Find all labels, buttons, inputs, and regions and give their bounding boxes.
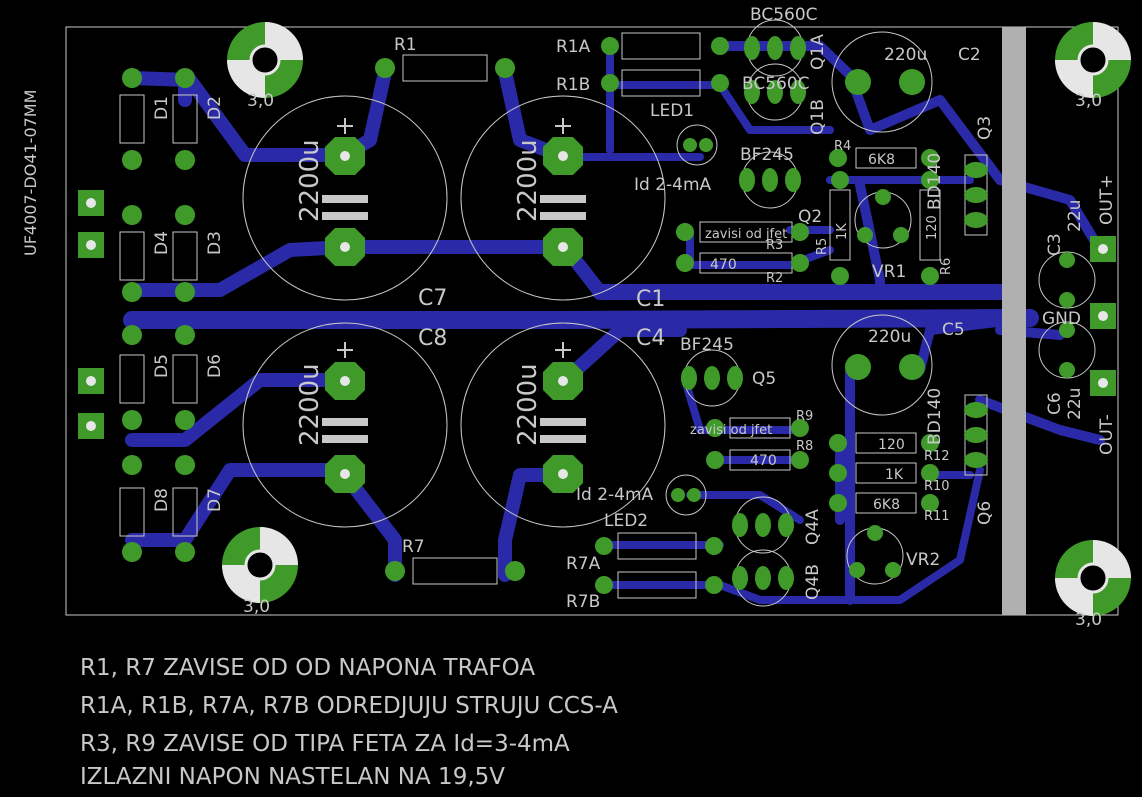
label-c6: C6: [1045, 392, 1065, 415]
label-q3: Q3: [975, 116, 995, 140]
resistor-pads: [375, 37, 939, 594]
big-capacitors: [242, 31, 933, 528]
board-outline: [65, 26, 1119, 616]
label-d5: D5: [152, 354, 172, 378]
label-c1: C1: [636, 287, 665, 312]
label-id-top: Id 2-4mA: [634, 175, 712, 195]
label-q1b: Q1B: [808, 99, 828, 135]
label-q5: Q5: [752, 369, 776, 389]
resistors: [402, 32, 941, 599]
label-led1: LED1: [650, 101, 694, 121]
note-line-1: R1, R7 ZAVISE OD OD NAPONA TRAFOA: [80, 655, 536, 681]
label-r12: R12: [924, 449, 950, 464]
label-d6: D6: [205, 354, 225, 378]
label-led2: LED2: [604, 511, 648, 531]
label-r1b: R1B: [556, 75, 590, 95]
label-bf245-top: BF245: [740, 145, 794, 165]
label-2200u-1: 2200u: [295, 139, 325, 222]
label-c2: C2: [958, 45, 981, 65]
label-vr2: VR2: [906, 550, 940, 570]
label-zavisi-bot: zavisi od jfet: [690, 423, 772, 438]
label-d7: D7: [205, 488, 225, 512]
transistors: [681, 19, 988, 607]
label-r5: R5: [815, 238, 830, 255]
label-22u-top: 22u: [1065, 200, 1085, 232]
cap-pad-holes: [340, 151, 568, 479]
label-470-top: 470: [710, 257, 737, 273]
mount-label-tl: 3,0: [247, 91, 274, 111]
label-zavisi-top: zavisi od jfet: [705, 227, 787, 242]
mounting-holes: [222, 22, 1131, 616]
label-gnd: GND: [1042, 309, 1081, 329]
input-pads: [78, 190, 104, 439]
label-vr1: VR1: [872, 262, 906, 282]
leds: [665, 124, 718, 516]
label-470-bot: 470: [750, 453, 777, 469]
label-1k-bot: 1K: [885, 467, 904, 483]
label-r2: R2: [766, 271, 783, 286]
label-6k8-bot: 6K8: [873, 497, 900, 513]
label-q4b: Q4B: [803, 564, 823, 600]
label-r6: R6: [939, 258, 954, 275]
output-caps: [1038, 236, 1116, 396]
label-bc560c-mid: BC560C: [742, 74, 810, 94]
label-22u-bot: 22u: [1065, 388, 1085, 420]
mount-label-bl: 3,0: [243, 597, 270, 617]
label-2200u-2: 2200u: [513, 139, 543, 222]
label-c4: C4: [636, 326, 665, 351]
label-c5: C5: [942, 320, 965, 340]
label-d4: D4: [152, 231, 172, 255]
label-120-bot: 120: [878, 437, 905, 453]
diodes: [119, 68, 198, 562]
label-bd140-top: BD140: [925, 153, 945, 210]
label-r1: R1: [394, 35, 417, 55]
plus-marks: [337, 118, 571, 358]
label-out-minus: OUT-: [1097, 414, 1117, 455]
label-r9: R9: [796, 409, 813, 424]
label-r7: R7: [402, 537, 425, 557]
label-d3: D3: [205, 231, 225, 255]
note-line-4: IZLAZNI NAPON NASTELAN NA 19,5V: [80, 764, 506, 790]
label-r1a: R1A: [556, 37, 591, 57]
note-line-3: R3, R9 ZAVISE OD TIPA FETA ZA Id=3-4mA: [80, 731, 570, 757]
cap-symbols: [322, 195, 586, 443]
label-c8: C8: [418, 326, 447, 351]
pcb-layout: UF4007-DO41-07MM 3,0 3,0 3,0 3,0 R1 R7 R…: [21, 5, 1131, 630]
label-q1a: Q1A: [808, 34, 828, 70]
label-c3: C3: [1045, 233, 1065, 256]
heatsink-strip: [1002, 27, 1026, 615]
label-2200u-3: 2200u: [295, 363, 325, 446]
label-r3: R3: [766, 238, 783, 253]
mount-label-br: 3,0: [1075, 610, 1102, 630]
label-bc560c-top: BC560C: [750, 5, 818, 25]
label-d2: D2: [205, 96, 225, 120]
label-r7b: R7B: [566, 592, 600, 612]
label-bd140-bot: BD140: [925, 388, 945, 445]
label-r4: R4: [834, 139, 851, 154]
mount-label-tr: 3,0: [1075, 91, 1102, 111]
label-out-plus: OUT+: [1097, 175, 1117, 225]
label-1k-top: 1K: [835, 223, 850, 240]
label-d1: D1: [152, 96, 172, 120]
label-120-top: 120: [925, 215, 940, 240]
label-220u-top: 220u: [884, 45, 927, 65]
label-r7a: R7A: [566, 554, 601, 574]
label-id-bot: Id 2-4mA: [576, 485, 654, 505]
label-bf245-bot: BF245: [680, 335, 734, 355]
note-line-2: R1A, R1B, R7A, R7B ODREDJUJU STRUJU CCS-…: [80, 693, 618, 719]
label-r11: R11: [924, 509, 950, 524]
label-r8: R8: [796, 439, 813, 454]
label-6k8-top: 6K8: [868, 152, 895, 168]
label-r10: R10: [924, 479, 950, 494]
side-label: UF4007-DO41-07MM: [21, 90, 40, 256]
label-q6: Q6: [975, 501, 995, 525]
label-220u-bot: 220u: [868, 327, 911, 347]
label-q2: Q2: [798, 207, 822, 227]
label-2200u-4: 2200u: [513, 363, 543, 446]
label-d8: D8: [152, 488, 172, 512]
label-c7: C7: [418, 286, 447, 311]
label-q4a: Q4A: [803, 509, 823, 545]
